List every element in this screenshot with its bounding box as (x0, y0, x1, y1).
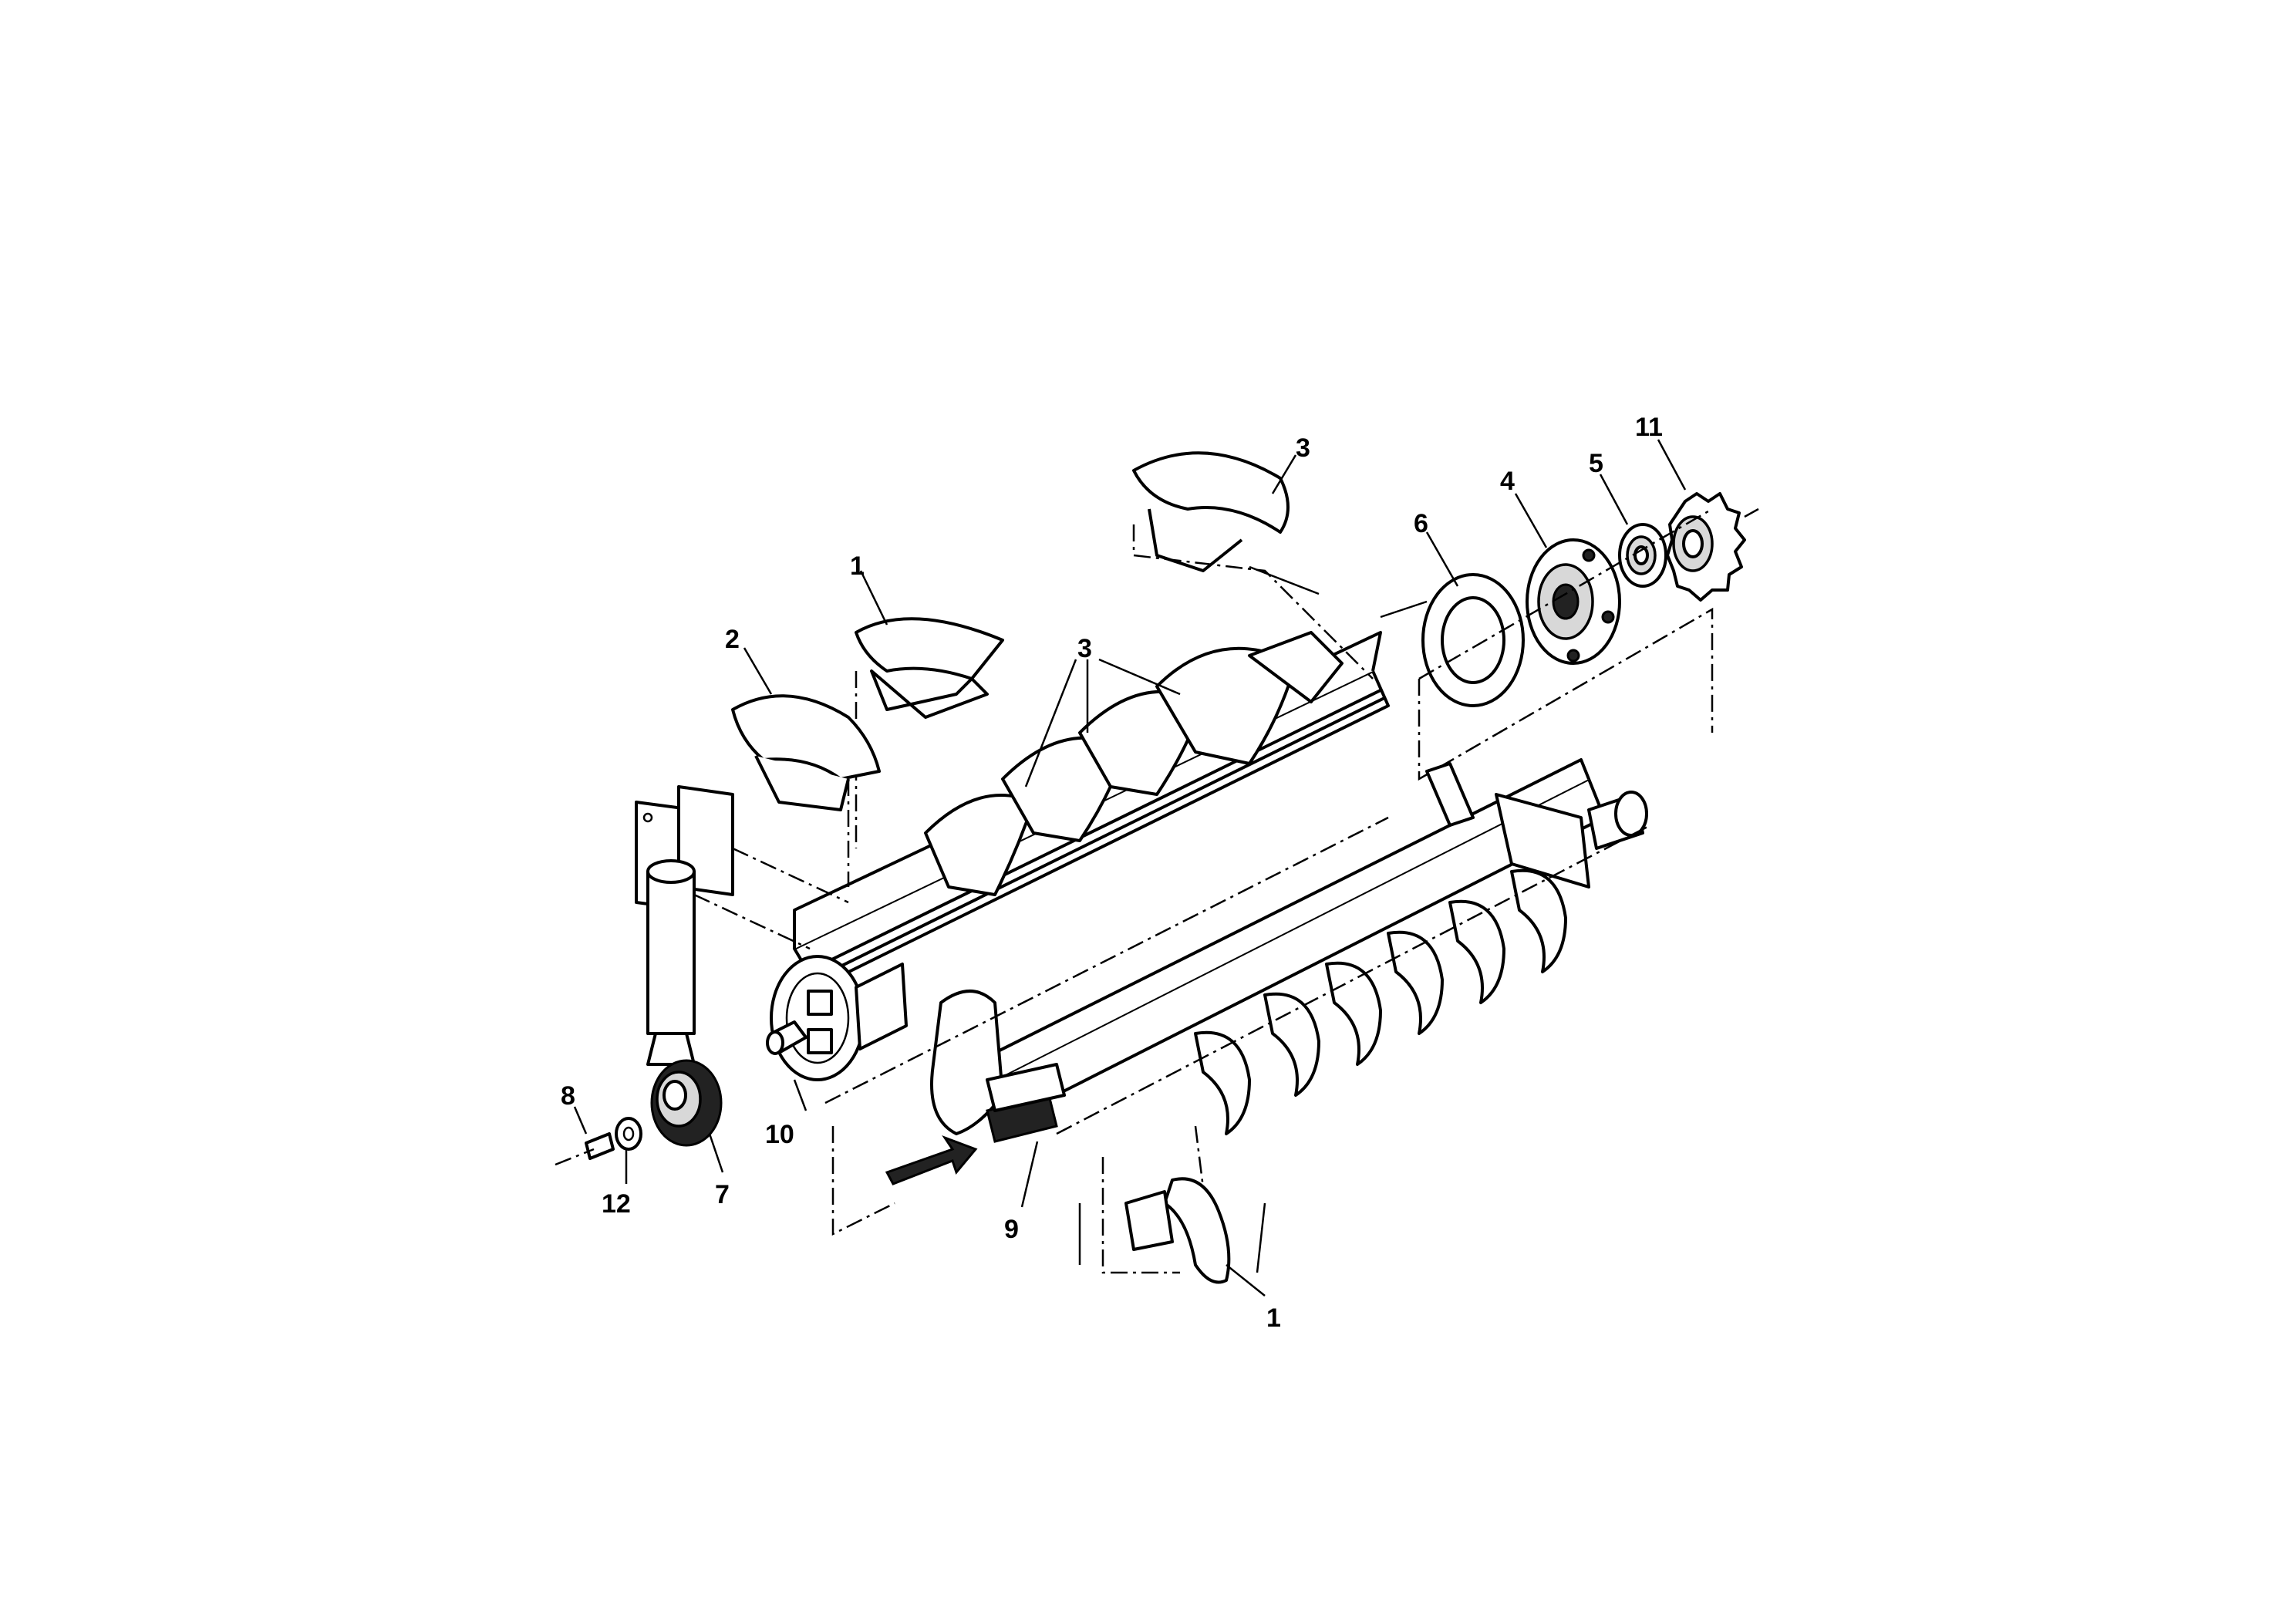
end-plate (766, 955, 865, 1081)
callout-2: 2 (725, 625, 740, 654)
callout-6: 6 (1414, 509, 1428, 538)
flight-segment-1-bottom (1078, 1157, 1266, 1284)
callout-11: 11 (1635, 413, 1663, 442)
callout-12: 12 (602, 1189, 631, 1219)
leader-lines (573, 439, 1687, 1297)
flange-bearing (650, 1059, 723, 1147)
callout-4: 4 (1500, 467, 1515, 496)
sprocket (1666, 492, 1759, 602)
discharge-housing (930, 990, 1066, 1143)
bearing (1618, 523, 1667, 588)
callout-1-top: 1 (850, 551, 865, 581)
flow-arrow (885, 1135, 978, 1185)
callout-5: 5 (1589, 449, 1603, 478)
callout-7: 7 (715, 1180, 730, 1209)
swivel-pipe (646, 859, 696, 1066)
bearing-housing (1526, 538, 1621, 665)
bolt (555, 1132, 615, 1166)
flight-segment-2 (731, 694, 881, 887)
lower-auger-tube (970, 758, 1648, 1128)
callout-8: 8 (561, 1081, 575, 1111)
callout-1-bottom: 1 (1266, 1303, 1281, 1333)
callout-10: 10 (765, 1120, 794, 1149)
flight-segment-1-top (855, 617, 1004, 848)
upper-flight-segments (924, 631, 1344, 896)
callout-labels: 1 1 2 3 3 4 5 6 7 8 9 10 11 12 (561, 413, 1663, 1333)
washer (615, 1117, 642, 1151)
spacer-ring (1380, 573, 1525, 707)
callout-3-middle: 3 (1077, 634, 1092, 663)
callout-3-top: 3 (1296, 433, 1310, 463)
callout-9: 9 (1004, 1215, 1019, 1244)
flight-segment-3-top (1132, 451, 1374, 679)
